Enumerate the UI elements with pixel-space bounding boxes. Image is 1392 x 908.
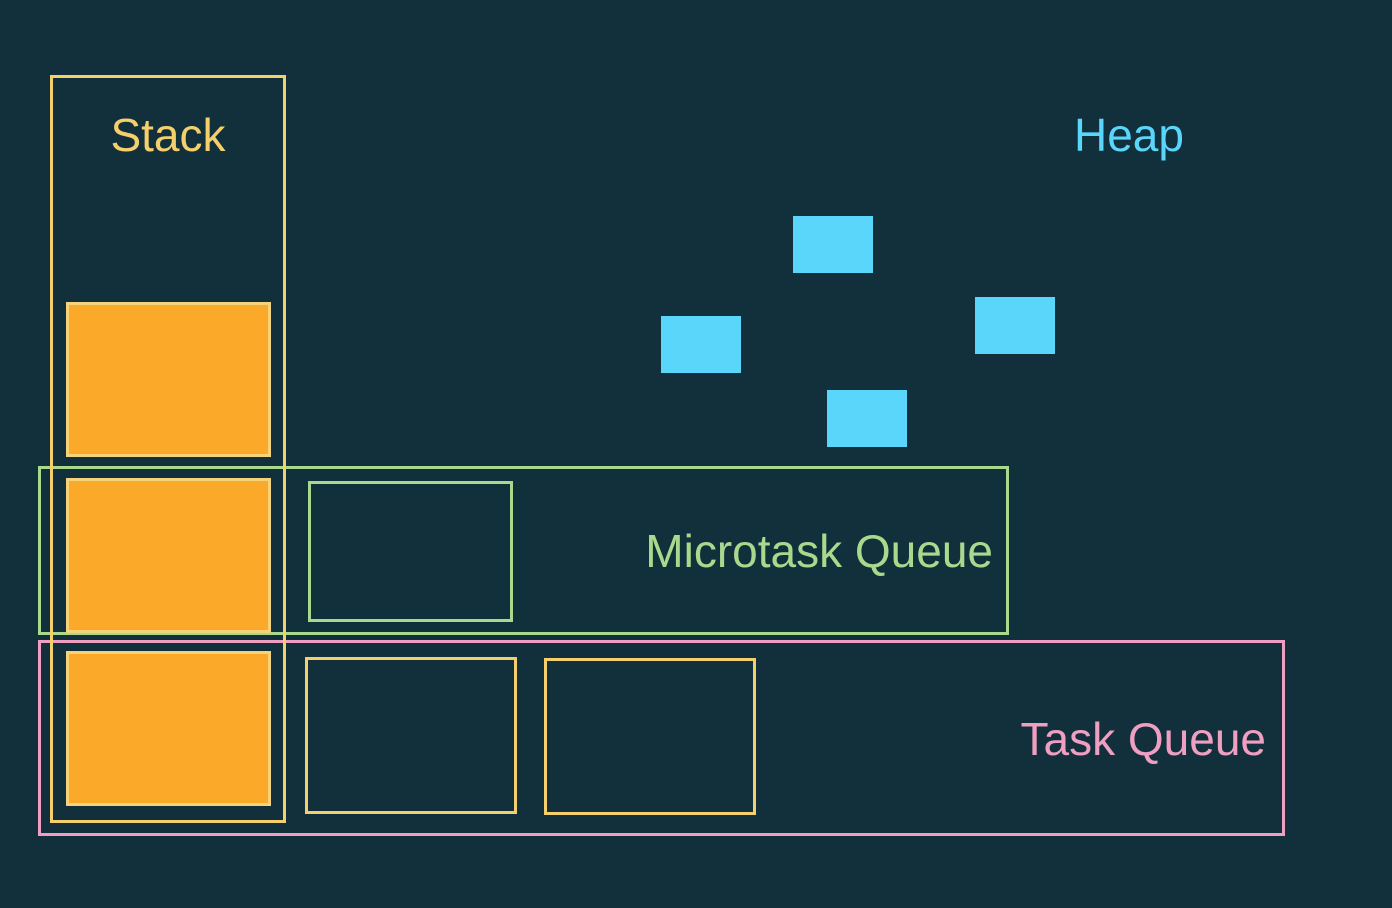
stack-frame-1 bbox=[66, 302, 271, 457]
heap-object-2 bbox=[661, 316, 741, 373]
microtask-slot-1 bbox=[308, 481, 513, 622]
task-queue-container bbox=[38, 640, 1285, 836]
stack-frame-3 bbox=[66, 651, 271, 806]
stack-frame-2 bbox=[66, 478, 271, 633]
stack-label: Stack bbox=[110, 109, 226, 161]
heap-label: Heap bbox=[1074, 109, 1184, 161]
task-queue-label: Task Queue bbox=[1020, 713, 1266, 765]
microtask-queue-label: Microtask Queue bbox=[645, 525, 993, 577]
heap-object-1 bbox=[793, 216, 873, 273]
stack-container bbox=[50, 75, 286, 823]
task-slot-2 bbox=[544, 658, 756, 815]
heap-object-3 bbox=[975, 297, 1055, 354]
microtask-queue-container bbox=[38, 466, 1009, 635]
heap-object-4 bbox=[827, 390, 907, 447]
task-slot-1 bbox=[305, 657, 517, 814]
